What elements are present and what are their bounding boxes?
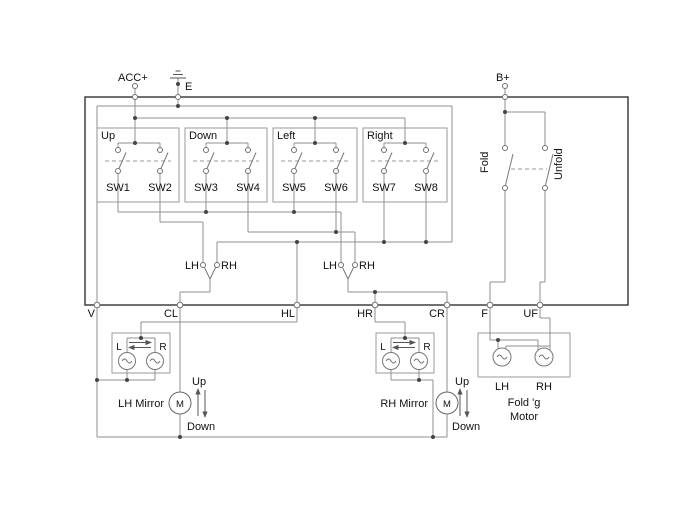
- block-down-label: Down: [189, 130, 217, 142]
- labels: ACC+ E B+ Up Down Left Right SW1 SW2 SW3…: [88, 72, 565, 433]
- rh-up-label: Up: [455, 376, 469, 388]
- rh-down-label: Down: [452, 421, 480, 433]
- lh-adjust-right-label: R: [159, 342, 166, 353]
- lh-updown-motor: [168, 391, 192, 415]
- rh-mirror-title: RH Mirror: [380, 398, 428, 410]
- boxes: [84, 96, 629, 378]
- rh-adjust-right-label: R: [423, 342, 430, 353]
- ground-e-label: E: [185, 81, 192, 93]
- terminal-f-label: F: [481, 308, 488, 320]
- unfold-switch-label: Unfold: [553, 148, 565, 180]
- fold-motor-box: [477, 332, 571, 378]
- lh-motor-m-label: M: [176, 399, 184, 410]
- sw4-label: SW4: [236, 182, 260, 194]
- fold-switch-label: Fold: [479, 152, 491, 173]
- lh-adjust-left-label: L: [116, 342, 122, 353]
- selector2-lh-label: LH: [323, 260, 337, 272]
- b-plus-label: B+: [496, 72, 510, 84]
- mechanical-links: [105, 160, 547, 170]
- rh-motor-m-label: M: [443, 399, 451, 410]
- junction-dots: [95, 82, 507, 439]
- switch-block-down: [184, 127, 268, 203]
- sw5-label: SW5: [282, 182, 306, 194]
- selector2-rh-label: RH: [359, 260, 375, 272]
- motors: [118, 347, 554, 415]
- fold-motor-title-line1: Fold 'g: [508, 397, 541, 409]
- block-up-label: Up: [101, 130, 115, 142]
- acc-plus-label: ACC+: [118, 72, 148, 84]
- rh-updown-motor: [435, 391, 459, 415]
- sw6-label: SW6: [324, 182, 348, 194]
- selector1-rh-label: RH: [221, 260, 237, 272]
- terminal-cl-label: CL: [164, 308, 178, 320]
- block-right-label: Right: [367, 130, 393, 142]
- terminal-uf-label: UF: [523, 308, 538, 320]
- terminal-hl-label: HL: [281, 308, 295, 320]
- terminal-v-label: V: [88, 308, 96, 320]
- terminal-hr-label: HR: [357, 308, 373, 320]
- lh-down-label: Down: [187, 421, 215, 433]
- fold-motor-rh-label: RH: [536, 381, 552, 393]
- fold-motor-lh-label: LH: [495, 381, 509, 393]
- lh-mirror-title: LH Mirror: [118, 398, 164, 410]
- selector1-lh-label: LH: [185, 260, 199, 272]
- block-left-label: Left: [277, 130, 295, 142]
- sw1-label: SW1: [106, 182, 130, 194]
- terminal-cr-label: CR: [429, 308, 445, 320]
- fold-motor-title-line2: Motor: [510, 411, 538, 423]
- contact-circles: [93, 83, 548, 309]
- switch-blades: [118, 152, 554, 280]
- switch-assembly-box: [84, 96, 629, 306]
- sw8-label: SW8: [414, 182, 438, 194]
- sw3-label: SW3: [194, 182, 218, 194]
- lh-up-label: Up: [192, 376, 206, 388]
- sw7-label: SW7: [372, 182, 396, 194]
- rh-adjust-left-label: L: [380, 342, 386, 353]
- sw2-label: SW2: [148, 182, 172, 194]
